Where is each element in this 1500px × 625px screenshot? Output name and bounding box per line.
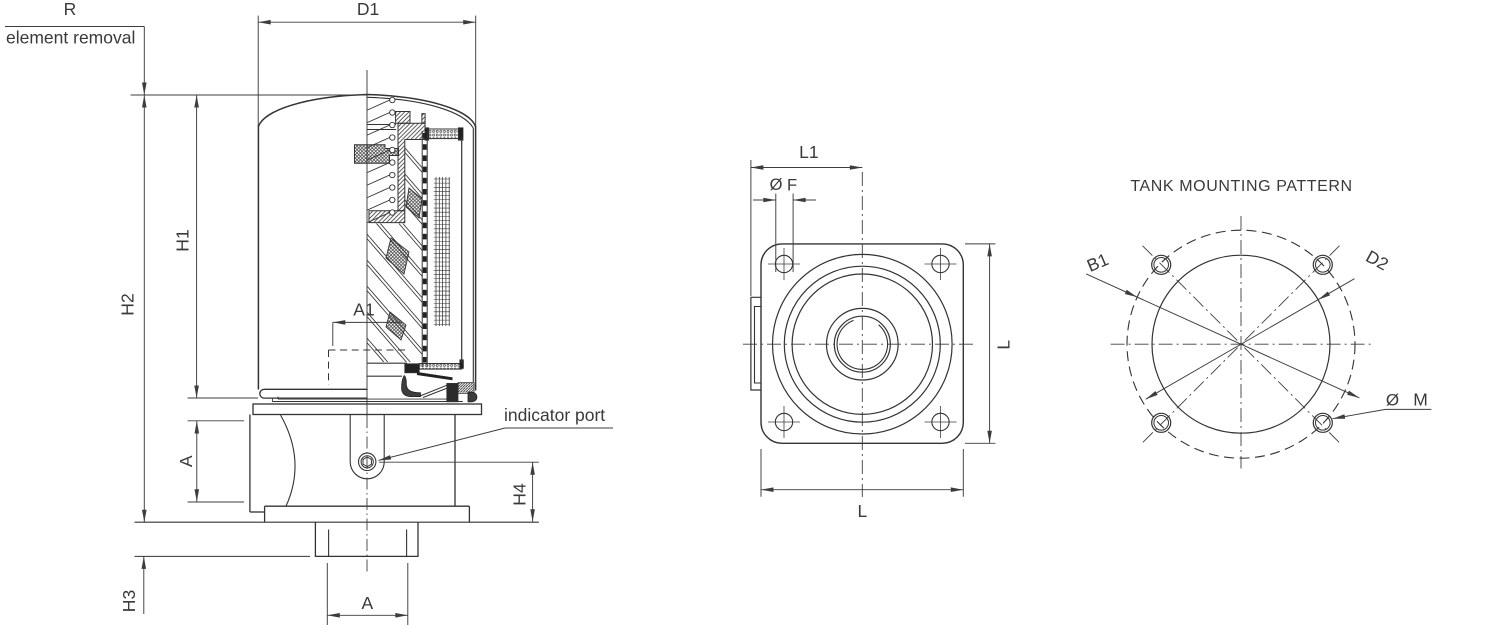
svg-text:H3: H3 xyxy=(119,590,139,612)
svg-text:A1: A1 xyxy=(353,300,374,320)
svg-text:A: A xyxy=(176,455,196,467)
svg-text:F: F xyxy=(787,177,797,195)
svg-text:indicator port: indicator port xyxy=(504,405,605,425)
svg-text:Ø: Ø xyxy=(770,176,783,194)
svg-text:TANK MOUNTING PATTERN: TANK MOUNTING PATTERN xyxy=(1130,178,1352,195)
svg-text:L: L xyxy=(994,340,1014,350)
svg-text:M: M xyxy=(1413,390,1428,410)
svg-text:H4: H4 xyxy=(510,483,530,506)
svg-text:D1: D1 xyxy=(357,0,379,19)
svg-text:H2: H2 xyxy=(118,293,138,315)
svg-text:A: A xyxy=(361,593,373,613)
svg-text:L1: L1 xyxy=(799,142,818,162)
svg-text:element removal: element removal xyxy=(6,27,135,47)
svg-text:Ø: Ø xyxy=(1386,391,1399,410)
svg-text:L: L xyxy=(858,501,868,521)
svg-text:R: R xyxy=(64,0,77,19)
svg-text:H1: H1 xyxy=(173,229,193,251)
